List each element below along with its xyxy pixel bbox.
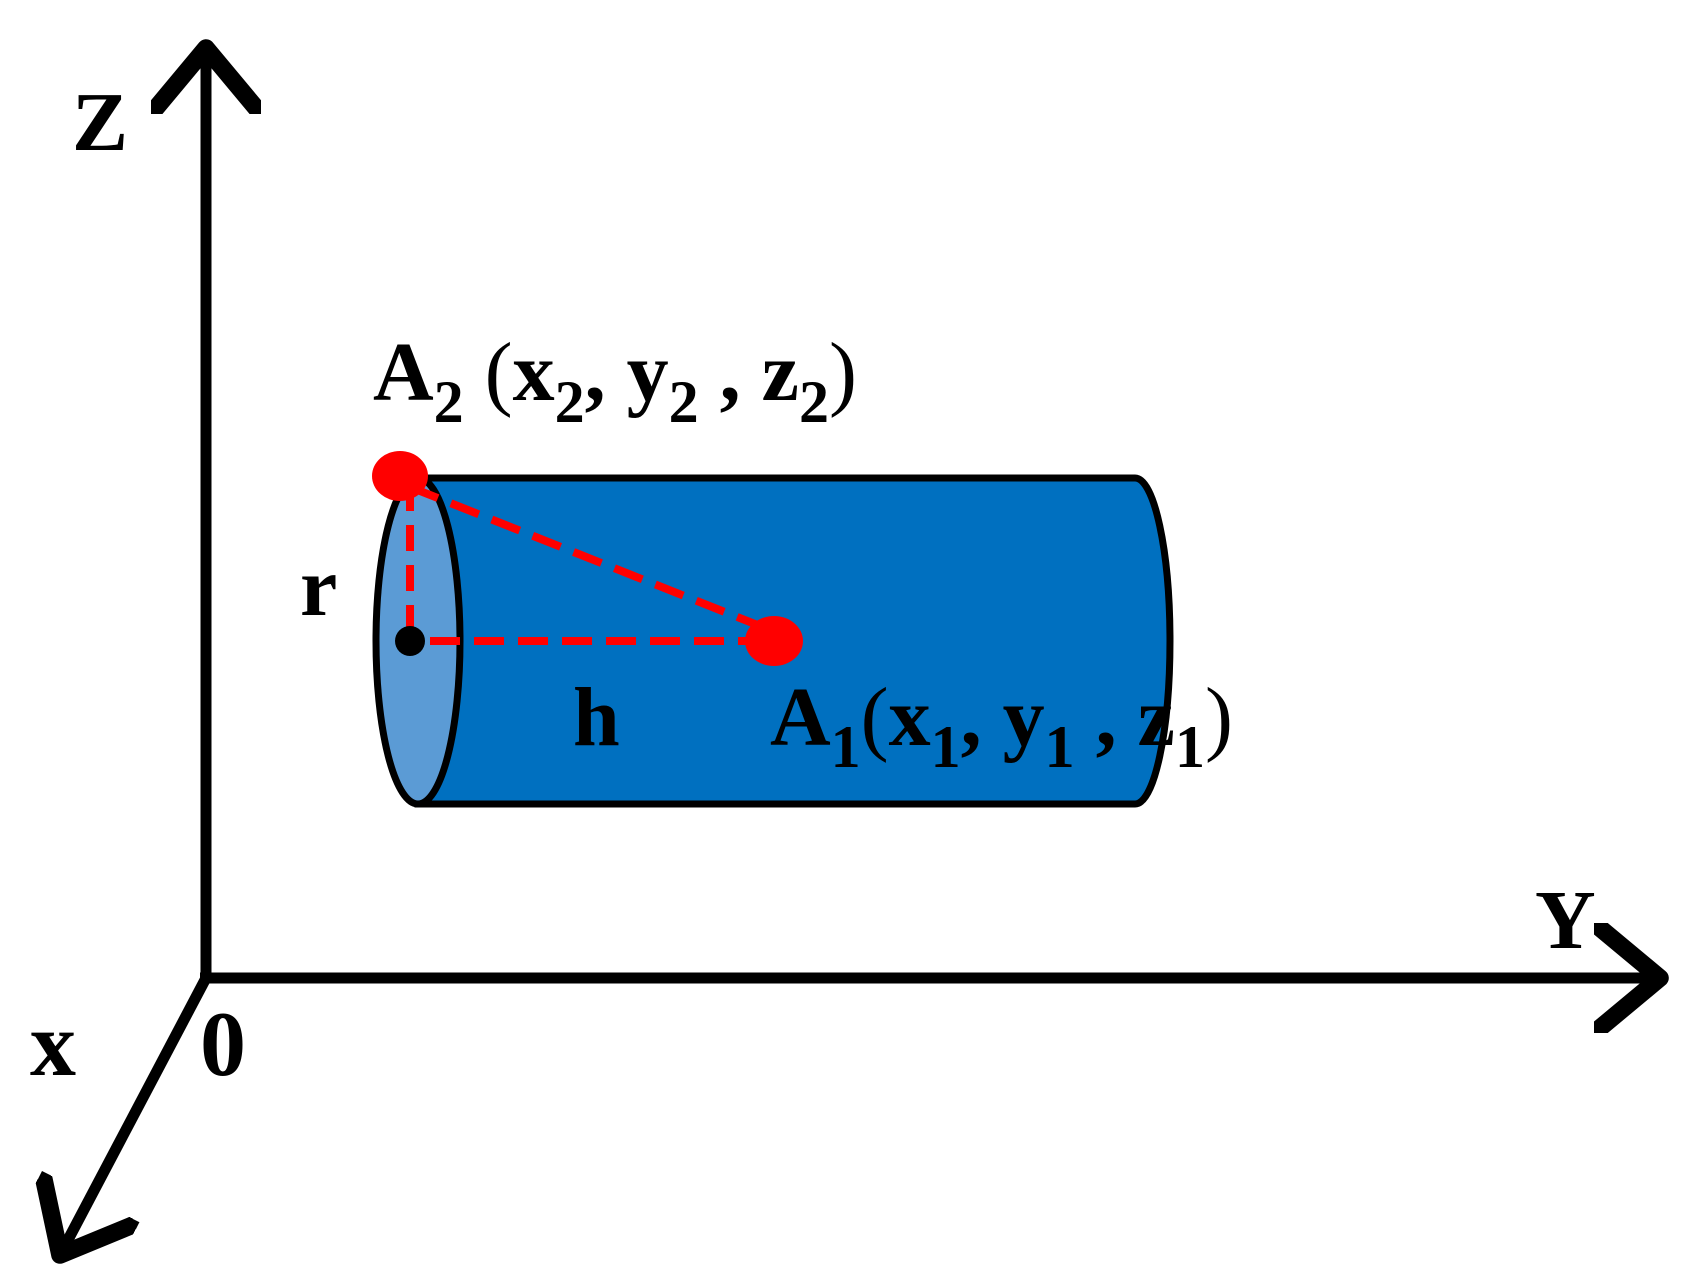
point-a1-label: A1(x1, y1 , z1) <box>770 671 1233 780</box>
point-a1 <box>745 616 803 666</box>
point-a2-label: A2 (x2, y2 , z2) <box>373 326 857 435</box>
origin-label: 0 <box>200 993 246 1095</box>
x-axis <box>60 975 211 1255</box>
height-label: h <box>573 671 620 764</box>
z-axis-label: Z <box>72 76 128 169</box>
axis-center-dot <box>395 626 425 656</box>
x-axis-label: x <box>30 993 76 1095</box>
point-a2 <box>372 451 428 501</box>
radius-label: r <box>300 541 337 634</box>
y-axis-label: Y <box>1535 874 1596 967</box>
diagonal-line <box>408 483 772 634</box>
